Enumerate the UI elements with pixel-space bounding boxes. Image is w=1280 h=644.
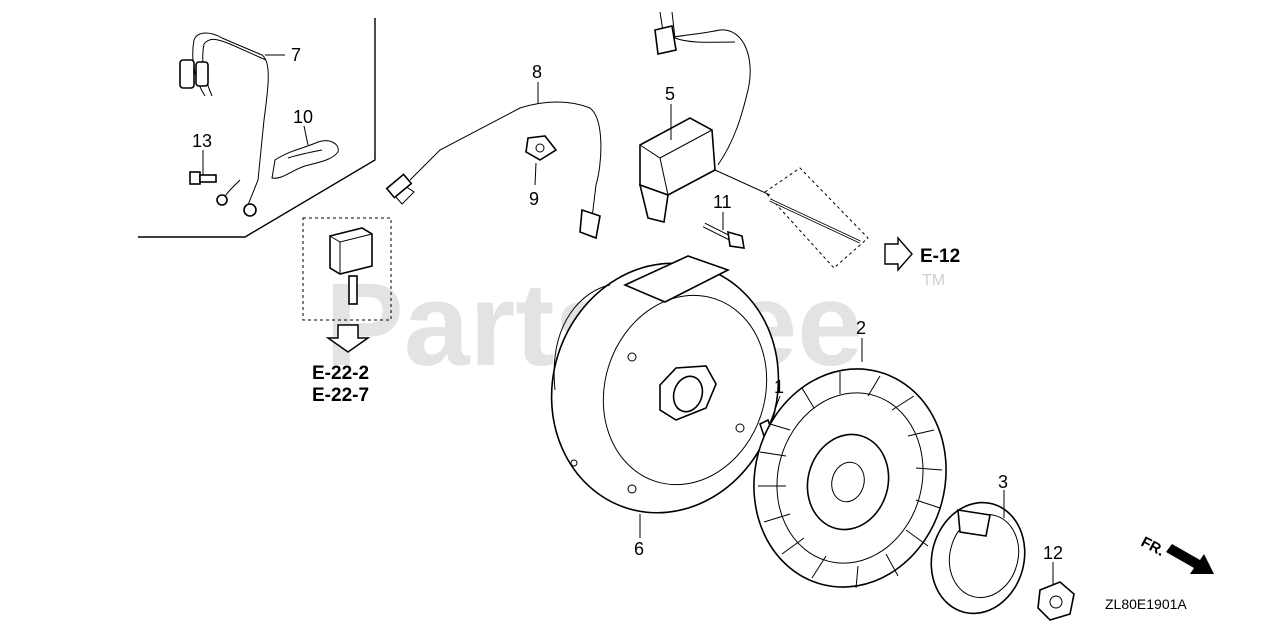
callout-13: 13	[192, 131, 212, 151]
callout-12: 12	[1043, 543, 1063, 563]
ref-label-e22-7[interactable]: E-22-7	[312, 385, 369, 406]
ground-wire-part-8[interactable]	[385, 101, 602, 240]
clamp-part-10[interactable]	[271, 140, 339, 179]
callout-5: 5	[665, 84, 675, 104]
callout-11: 11	[713, 192, 732, 212]
flange-nut-part-12[interactable]	[1037, 581, 1075, 621]
callout-2: 2	[856, 318, 866, 338]
callout-9: 9	[529, 189, 539, 209]
wire-harness-part-7[interactable]	[179, 32, 269, 217]
diagram-code: ZL80E1901A	[1105, 596, 1187, 612]
inset-frame	[138, 18, 376, 238]
callout-7: 7	[291, 45, 301, 65]
bolt-part-13[interactable]	[189, 171, 217, 185]
switch-component-e22	[329, 227, 373, 305]
callout-6: 6	[634, 539, 644, 559]
coil-bolt-part-11[interactable]	[702, 222, 745, 249]
clip-part-9[interactable]	[525, 135, 558, 161]
down-arrow-e22	[325, 324, 371, 353]
ignition-coil-part-5[interactable]	[638, 11, 751, 223]
leader-lines	[202, 54, 1054, 584]
callout-10: 10	[293, 107, 313, 127]
trademark-symbol: TM	[922, 272, 945, 289]
front-direction-arrow	[1166, 544, 1214, 574]
callout-3: 3	[998, 472, 1008, 492]
callout-1: 1	[774, 377, 784, 397]
flywheel-housing-part-6[interactable]	[520, 234, 811, 543]
ratchet-cup-part-3[interactable]	[919, 492, 1037, 624]
ref-label-e22-2[interactable]: E-22-2	[312, 363, 369, 384]
ref-box-e12	[764, 167, 869, 269]
ref-label-e12[interactable]: E-12	[920, 246, 960, 267]
front-direction-label: FR.	[1138, 534, 1167, 560]
right-arrow-e12	[884, 236, 913, 272]
ref-box-e22	[302, 217, 392, 321]
callout-8: 8	[532, 62, 542, 82]
fan-part-2[interactable]	[730, 347, 970, 609]
